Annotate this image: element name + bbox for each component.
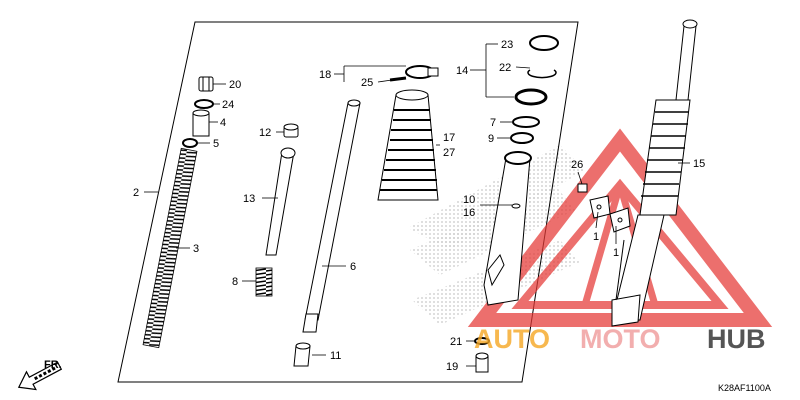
callout-13: 13 <box>243 193 255 205</box>
callout-10: 10 <box>463 194 475 206</box>
callout-1b: 1 <box>613 247 619 259</box>
front-direction-label: FR. <box>44 359 62 371</box>
part-22-stopper-ring <box>527 69 557 79</box>
part-17-dust-boot <box>377 89 439 201</box>
watermark-text-moto: MOTO <box>580 324 661 354</box>
callout-23: 23 <box>501 39 513 51</box>
part-19-socket-bolt <box>475 352 489 373</box>
part-1-bracket-a <box>589 195 611 219</box>
callout-14: 14 <box>456 65 468 77</box>
part-11-oil-lock-piece <box>293 342 311 367</box>
part-3-spring <box>142 147 198 349</box>
watermark-text-hub: HUB <box>707 324 766 354</box>
callout-18: 18 <box>319 69 331 81</box>
callout-12: 12 <box>259 127 271 139</box>
callout-21: 21 <box>450 336 462 348</box>
part-6-fork-pipe <box>302 99 361 333</box>
callout-20: 20 <box>229 79 241 91</box>
part-8-rebound-spring <box>255 267 273 297</box>
callout-24: 24 <box>222 99 234 111</box>
part-12-piston-ring <box>283 123 299 138</box>
part-21-washer <box>474 337 490 345</box>
callout-5: 5 <box>213 138 219 150</box>
figure-code: K28AF1100A <box>718 383 771 393</box>
assembly-frame <box>117 21 579 383</box>
part-14-oil-seal <box>514 88 548 106</box>
callout-15: 15 <box>693 158 705 170</box>
part-23-dust-seal <box>529 35 559 51</box>
callout-1a: 1 <box>593 231 599 243</box>
callout-19: 19 <box>446 361 458 373</box>
watermark-text-auto: AUTO <box>474 324 550 354</box>
callout-9: 9 <box>488 133 494 145</box>
callout-17: 17 <box>443 132 455 144</box>
part-26-bolt <box>577 183 588 193</box>
front-direction-arrow-icon <box>17 361 63 391</box>
callout-27: 27 <box>443 147 455 159</box>
part-9-guide-bushing <box>510 132 534 144</box>
part-7-back-up-ring <box>512 116 540 128</box>
part-13-damper-rod <box>265 147 296 256</box>
callout-11: 11 <box>330 350 341 362</box>
part-24-washer <box>194 99 214 109</box>
part-10-bottom-case <box>483 151 532 306</box>
callout-6: 6 <box>350 261 356 273</box>
part-15-fork-assembly <box>611 19 698 327</box>
callout-2: 2 <box>133 187 139 199</box>
callout-3: 3 <box>193 243 199 255</box>
part-1-bracket-b <box>609 207 631 233</box>
part-4-spacer <box>192 109 210 137</box>
callout-8: 8 <box>232 276 238 288</box>
callout-7: 7 <box>490 117 496 129</box>
part-20-bolt <box>198 76 214 92</box>
part-18-clamp <box>405 65 439 79</box>
part-5-washer <box>182 138 198 148</box>
leader-lines <box>144 43 690 367</box>
callout-22: 22 <box>499 62 511 74</box>
callout-25: 25 <box>361 77 373 89</box>
watermark-logo: AUTO MOTO HUB <box>474 324 766 354</box>
part-25-screw <box>389 76 407 82</box>
callout-26: 26 <box>571 159 583 171</box>
callout-16: 16 <box>463 207 475 219</box>
callout-4: 4 <box>220 117 226 129</box>
